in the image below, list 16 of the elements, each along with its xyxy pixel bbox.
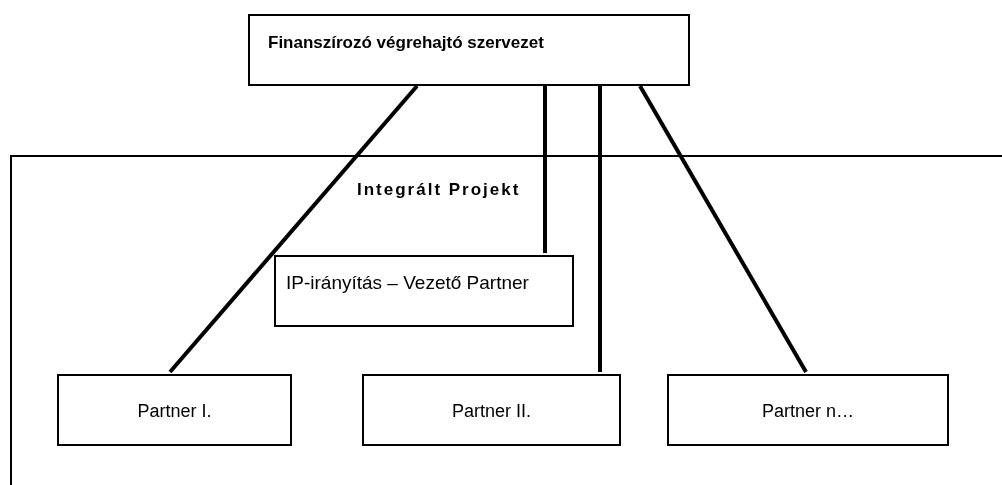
box-label: Partner II. bbox=[451, 400, 532, 423]
partner-box bbox=[667, 374, 949, 446]
box-label: Partner I. bbox=[136, 400, 213, 423]
management-box bbox=[274, 255, 574, 327]
connector-line bbox=[168, 84, 419, 374]
organization-box bbox=[248, 14, 690, 86]
box-label: Finanszírozó végrehajtó szervezet bbox=[268, 32, 544, 54]
box-label: Partner n… bbox=[760, 400, 855, 423]
connector-line bbox=[638, 85, 808, 373]
box-label: IP-irányítás – Vezető Partner bbox=[286, 271, 529, 295]
connector-line bbox=[543, 86, 547, 253]
partner-box bbox=[362, 374, 621, 446]
connector-line bbox=[598, 86, 602, 372]
project-frame bbox=[10, 155, 1002, 485]
partner-box bbox=[57, 374, 292, 446]
box-label: Integrált Projekt bbox=[357, 179, 521, 201]
